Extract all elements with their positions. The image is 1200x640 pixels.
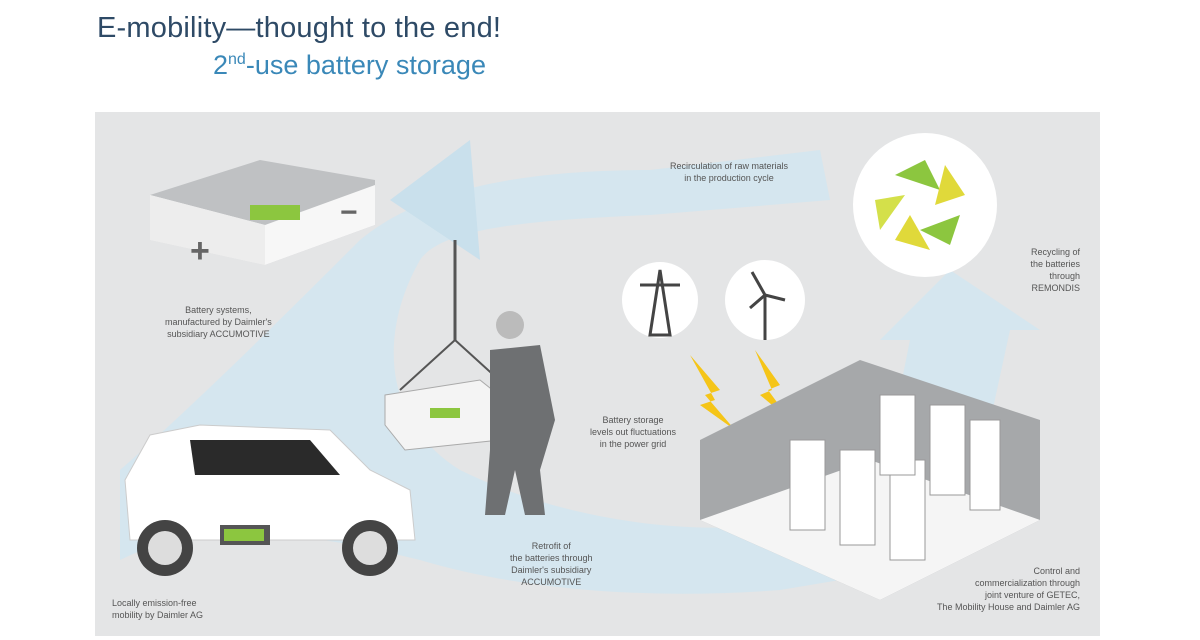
wind-turbine-icon xyxy=(725,260,805,340)
page-title: E-mobility—thought to the end! xyxy=(97,12,502,44)
subtitle-number: 2 xyxy=(213,50,229,80)
electric-car-icon xyxy=(124,424,416,576)
svg-text:+: + xyxy=(190,232,210,270)
worker-icon xyxy=(384,240,555,515)
page-subtitle: 2nd-use battery storage xyxy=(213,50,486,81)
battery-system-icon: + − xyxy=(150,160,375,270)
lightning-icon xyxy=(690,350,790,430)
recycling-icon xyxy=(853,133,997,277)
storage-facility-icon xyxy=(700,360,1040,600)
subtitle-text: -use battery storage xyxy=(245,50,486,80)
flow-arrow-head-left xyxy=(390,140,480,260)
subtitle-sup: nd xyxy=(228,51,246,68)
svg-text:−: − xyxy=(340,196,358,229)
caption-battery-systems: Battery systems,manufactured by Daimler'… xyxy=(165,305,272,339)
power-pylon-icon xyxy=(622,262,698,338)
